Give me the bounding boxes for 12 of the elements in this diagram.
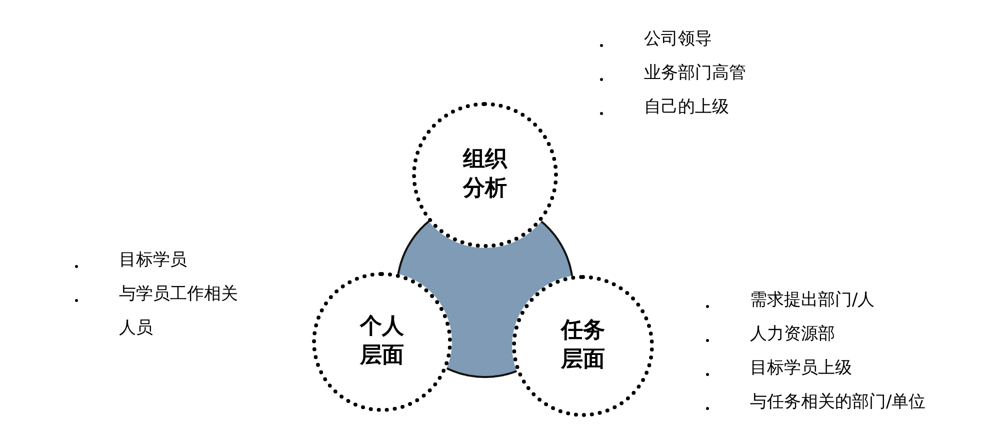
list-item: 需求提出部门/人 — [750, 290, 875, 310]
circle-label: 个人层面 — [358, 313, 405, 370]
list-item: 目标学员 — [119, 249, 188, 272]
list-item: 公司领导 — [644, 29, 712, 49]
list-item: 人力资源部 — [750, 324, 835, 344]
list-item: 与任务相关的部门/单位 — [750, 392, 926, 412]
circle-label: 任务层面 — [559, 317, 606, 374]
list-item: 业务部门高管 — [644, 63, 746, 83]
circle-label: 组织分析 — [462, 146, 508, 203]
list-item: 与学员工作相关人员 — [119, 283, 239, 340]
list-item: 目标学员上级 — [750, 358, 852, 378]
list-item: 自己的上级 — [644, 97, 729, 117]
